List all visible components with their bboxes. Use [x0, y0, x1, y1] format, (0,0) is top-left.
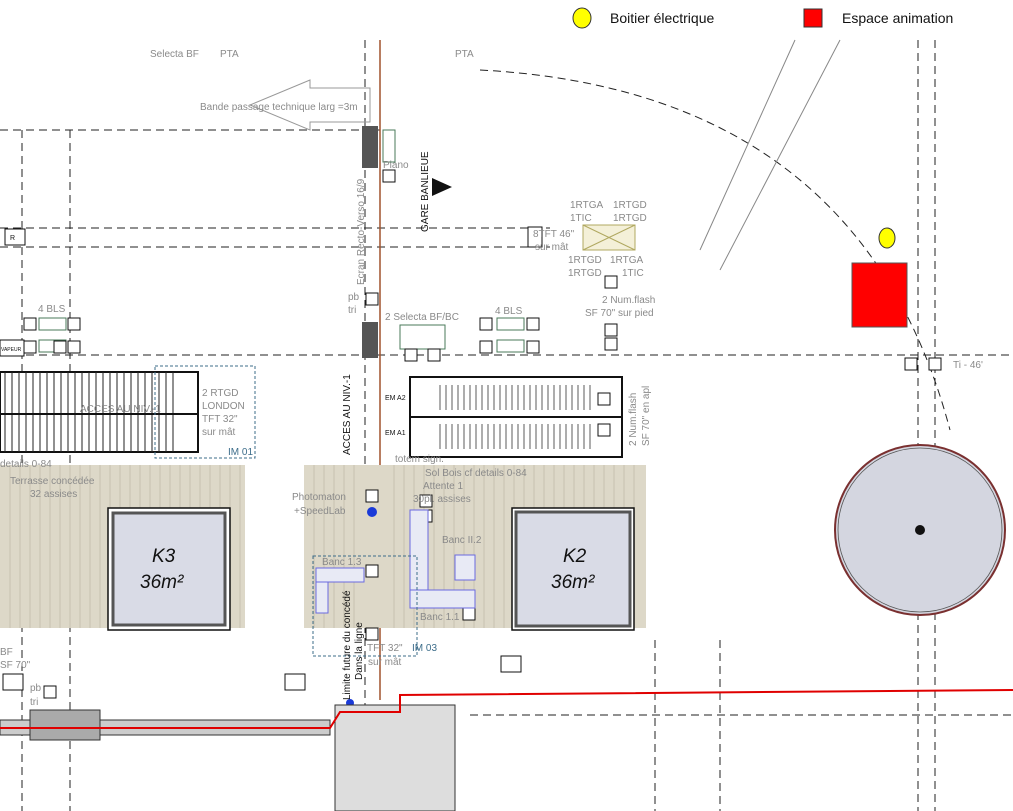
label-im03: IM 03 [412, 643, 437, 654]
label-tri: tri [348, 305, 356, 316]
label-ligne: Dans la ligne [354, 622, 365, 680]
label-k3: K3 [152, 546, 176, 567]
column [362, 126, 378, 168]
label-vapeur: VAPEUR [1, 347, 22, 353]
label-bls: 4 BLS [38, 304, 66, 315]
label-rtgd: 1RTGD [613, 200, 647, 211]
tft-mast [527, 226, 543, 248]
label-selecta-bfbc: 2 Selecta BF/BC [385, 312, 459, 323]
passage-arrow [248, 79, 371, 131]
label-tft46: 8TFT 46" [533, 229, 575, 240]
label-ti46: Ti - 46' [953, 360, 983, 371]
label-london: LONDON [202, 401, 245, 412]
column [362, 322, 378, 358]
blue-marker [367, 507, 377, 517]
bls-machines-left [38, 317, 67, 331]
label-em-a2: EM A2 [385, 395, 406, 402]
label-banc-1-3: Banc 1.3 [322, 557, 362, 568]
im03-zone [312, 555, 418, 657]
label-assises-32: 32 assises [30, 489, 77, 500]
label-bf: BF [0, 647, 13, 658]
legend-label-electrical: Boitier électrique [610, 10, 714, 26]
bench-2-2 [454, 554, 476, 581]
label-numflash-2: 2 Num.flash [628, 393, 639, 446]
label-k2: K2 [563, 546, 587, 567]
label-sur-mat: sur mât [535, 242, 569, 253]
label-k3-area: 36m² [140, 572, 184, 593]
label-pta: PTA [455, 49, 474, 60]
label-bls: 4 BLS [495, 306, 523, 317]
label-tic: 1TIC [570, 213, 592, 224]
label-sur-mat: sur mât [202, 427, 236, 438]
direction-arrow-icon [432, 178, 452, 196]
label-pb: pb [30, 683, 42, 694]
label-bande: Bande passage technique larg =3m [200, 102, 358, 113]
label-ecran: Ecran Recto-Verso 16/9 [356, 178, 367, 285]
label-totem: totem sign. [395, 454, 444, 465]
label-banc-2-2: Banc II.2 [442, 535, 482, 546]
label-tft32: TFT 32" [202, 414, 238, 425]
label-rtga: 1RTGA [570, 200, 603, 211]
animation-space-marker[interactable] [851, 262, 908, 328]
plan-labels: Selecta BF PTA PTA Bande passage techniq… [0, 49, 983, 708]
label-rtgd-london: 2 RTGD [202, 388, 239, 399]
legend-label-animation: Espace animation [842, 10, 953, 26]
label-numflash: 2 Num.flash [602, 295, 655, 306]
label-details: details 0-84 [0, 459, 52, 470]
electrical-box-marker[interactable] [878, 227, 896, 249]
piano [382, 129, 396, 163]
label-terrasse: Terrasse concédée [10, 476, 95, 487]
im01-zone [154, 365, 256, 459]
selecta-machines [399, 324, 446, 350]
label-rtgd: 1RTGD [613, 213, 647, 224]
label-rtgd: 1RTGD [568, 268, 602, 279]
label-assises-30: 30pl. assises [413, 494, 471, 505]
label-selecta-bf: Selecta BF [150, 49, 199, 60]
label-pta: PTA [220, 49, 239, 60]
label-rtga: 1RTGA [610, 255, 643, 266]
label-im01: IM 01 [228, 447, 253, 458]
label-pb: pb [348, 292, 360, 303]
bls-machines [496, 317, 525, 331]
label-limite: Limite future du concédé [342, 590, 353, 700]
label-tic: 1TIC [622, 268, 644, 279]
label-tft32: TFT 32" [367, 643, 403, 654]
circular-plaza [834, 444, 1006, 616]
escalators [409, 376, 623, 458]
legend: Boitier électrique Espace animation [572, 7, 953, 29]
label-numflash-sub: SF 70" sur pied [585, 308, 654, 319]
label-piano: Piano [383, 160, 409, 171]
label-rtgd: 1RTGD [568, 255, 602, 266]
label-acces-niv: ACCES AU NIV.-1 [342, 374, 353, 455]
legend-swatch-electrical [572, 7, 592, 29]
label-em-a1: EM A1 [385, 430, 406, 437]
label-sf70: SF 70" [0, 660, 31, 671]
label-photomaton: Photomaton [292, 492, 346, 503]
label-numflash-2-sub: SF 70" en apl [641, 386, 652, 446]
label-banc-1-1: Banc 1.1 [420, 612, 460, 623]
label-tri: tri [30, 697, 38, 708]
label-gare-banlieue: GARE BANLIEUE [420, 151, 431, 232]
label-speedlab: +SpeedLab [294, 506, 346, 517]
label-acces-stair: ACCES AU NIV.-1 [80, 404, 161, 415]
label-sur-mat: sur mât [368, 657, 402, 668]
concession-boundary [0, 689, 1013, 729]
label-sol-bois: Sol Bois cf details 0-84 [425, 468, 527, 479]
legend-swatch-animation [803, 8, 823, 28]
label-k2-area: 36m² [551, 572, 595, 593]
label-attente: Attente 1 [423, 481, 463, 492]
label-r: R [10, 235, 15, 242]
stairs-left [0, 371, 199, 453]
